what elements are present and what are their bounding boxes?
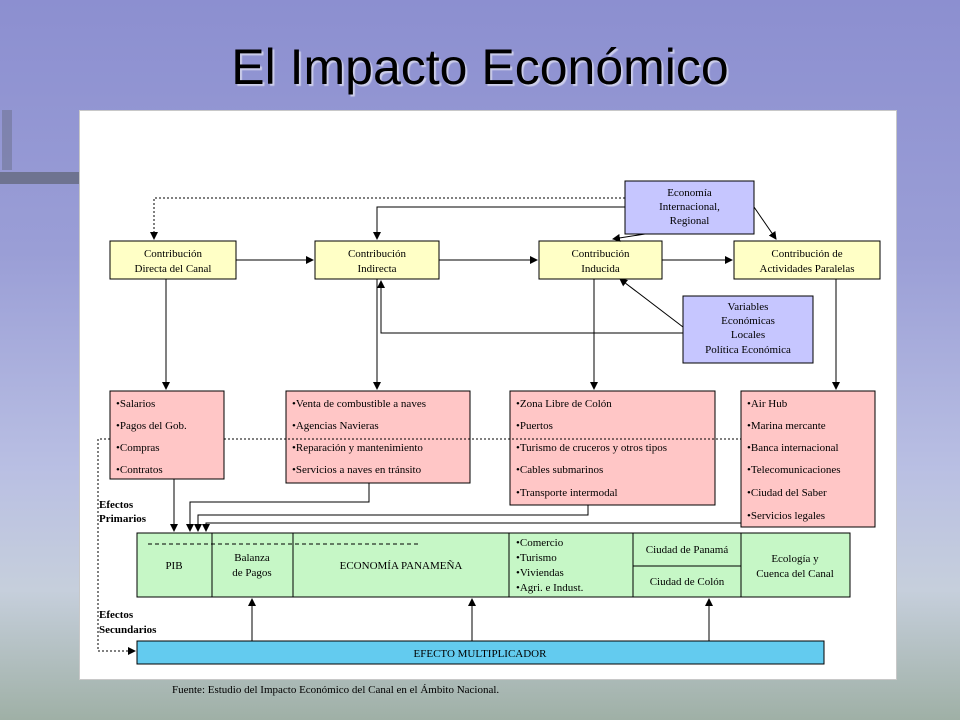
contribucion-paralelas-box: Contribución de Actividades Paralelas xyxy=(733,240,881,280)
list-indirecta-item-3: •Reparación y mantenimiento xyxy=(292,442,423,454)
list-directa-item-4: •Contratos xyxy=(116,464,163,476)
efecto-multiplicador-box: EFECTO MULTIPLICADOR xyxy=(136,640,825,665)
economia-internacional-box: Economía Internacional, Regional xyxy=(624,180,755,235)
slide-title: El Impacto Económico xyxy=(231,39,729,95)
variables-line-3: Locales xyxy=(731,329,765,341)
efectos-secundarios-line-1: Efectos xyxy=(99,609,134,621)
top-box-line-2: Internacional, xyxy=(659,201,720,213)
efectos-primarios-line-1: Efectos xyxy=(99,499,134,511)
list-inducida-item-2: •Puertos xyxy=(516,420,553,432)
list-box-paralelas: •Air Hub •Marina mercante •Banca interna… xyxy=(740,390,876,528)
diagram-panel: Economía Internacional, Regional Contrib… xyxy=(79,110,897,680)
list-paralelas-item-1: •Air Hub xyxy=(747,398,788,410)
accent-bar xyxy=(0,172,80,184)
list-inducida-item-5: •Transporte intermodal xyxy=(516,487,618,499)
contribucion-inducida-box: Contribución Inducida xyxy=(538,240,663,280)
contrib-inducida-line-2: Inducida xyxy=(581,263,620,275)
contribucion-directa-box: Contribución Directa del Canal xyxy=(109,240,237,280)
list-directa-item-2: •Pagos del Gob. xyxy=(116,420,187,432)
list-directa-item-1: •Salarios xyxy=(116,398,155,410)
list-indirecta-item-2: •Agencias Navieras xyxy=(292,420,379,432)
sector-agri-indust: •Agri. e Indust. xyxy=(516,582,584,594)
ciudad-panama-label: Ciudad de Panamá xyxy=(646,544,729,556)
list-inducida-item-4: •Cables submarinos xyxy=(516,464,603,476)
list-paralelas-item-3: •Banca internacional xyxy=(747,442,839,454)
list-paralelas-item-4: •Telecomunicaciones xyxy=(747,464,840,476)
ecologia-line-2: Cuenca del Canal xyxy=(756,568,834,580)
efecto-multiplicador-label: EFECTO MULTIPLICADOR xyxy=(414,648,548,660)
sector-viviendas: •Viviendas xyxy=(516,567,564,579)
contrib-indirecta-line-2: Indirecta xyxy=(357,263,396,275)
accent-vertical-bar xyxy=(2,110,12,170)
top-box-line-1: Economía xyxy=(667,187,712,199)
list-paralelas-item-5: •Ciudad del Saber xyxy=(747,487,827,499)
contribucion-indirecta-box: Contribución Indirecta xyxy=(314,240,440,280)
sector-turismo: •Turismo xyxy=(516,552,557,564)
ciudad-colon-label: Ciudad de Colón xyxy=(650,576,725,588)
list-paralelas-item-6: •Servicios legales xyxy=(747,510,825,522)
contrib-directa-line-2: Directa del Canal xyxy=(135,263,212,275)
list-inducida-item-3: •Turismo de cruceros y otros tipos xyxy=(516,442,667,454)
source-caption: Fuente: Estudio del Impacto Económico de… xyxy=(172,684,500,696)
list-box-indirecta: •Venta de combustible a naves •Agencias … xyxy=(285,390,471,484)
list-indirecta-item-4: •Servicios a naves en tránsito xyxy=(292,464,422,476)
list-box-inducida: •Zona Libre de Colón •Puertos •Turismo d… xyxy=(509,390,716,506)
variables-line-4: Política Económica xyxy=(705,344,791,356)
contrib-paralelas-line-2: Actividades Paralelas xyxy=(760,263,855,275)
variables-line-2: Económicas xyxy=(721,315,775,327)
variables-economicas-box: Variables Económicas Locales Política Ec… xyxy=(682,295,814,364)
efectos-secundarios-line-2: Secundarios xyxy=(99,624,157,636)
efectos-secundarios-label: Efectos Secundarios xyxy=(99,609,157,636)
contrib-directa-line-1: Contribución xyxy=(144,248,203,260)
ecologia-line-1: Ecología y xyxy=(771,553,819,565)
balanza-line-1: Balanza xyxy=(234,552,270,564)
list-indirecta-item-1: •Venta de combustible a naves xyxy=(292,398,426,410)
contrib-paralelas-line-1: Contribución de xyxy=(771,248,842,260)
contrib-inducida-line-1: Contribución xyxy=(571,248,630,260)
efectos-primarios-label: Efectos Primarios xyxy=(99,499,147,525)
efectos-primarios-line-2: Primarios xyxy=(99,513,147,525)
list-box-directa: •Salarios •Pagos del Gob. •Compras •Cont… xyxy=(109,390,225,480)
top-box-line-3: Regional xyxy=(670,215,710,227)
economia-panamena-label: ECONOMÍA PANAMEÑA xyxy=(340,560,463,572)
balanza-line-2: de Pagos xyxy=(232,567,271,579)
connectors xyxy=(97,197,840,655)
list-directa-item-3: •Compras xyxy=(116,442,160,454)
variables-line-1: Variables xyxy=(728,301,769,313)
sector-comercio: •Comercio xyxy=(516,537,564,549)
list-paralelas-item-2: •Marina mercante xyxy=(747,420,826,432)
contrib-indirecta-line-1: Contribución xyxy=(348,248,407,260)
impact-diagram: Economía Internacional, Regional Contrib… xyxy=(97,180,881,665)
list-inducida-item-1: •Zona Libre de Colón xyxy=(516,398,612,410)
economia-band: PIB Balanza de Pagos ECONOMÍA PANAMEÑA •… xyxy=(136,532,851,598)
pib-label: PIB xyxy=(165,560,182,572)
